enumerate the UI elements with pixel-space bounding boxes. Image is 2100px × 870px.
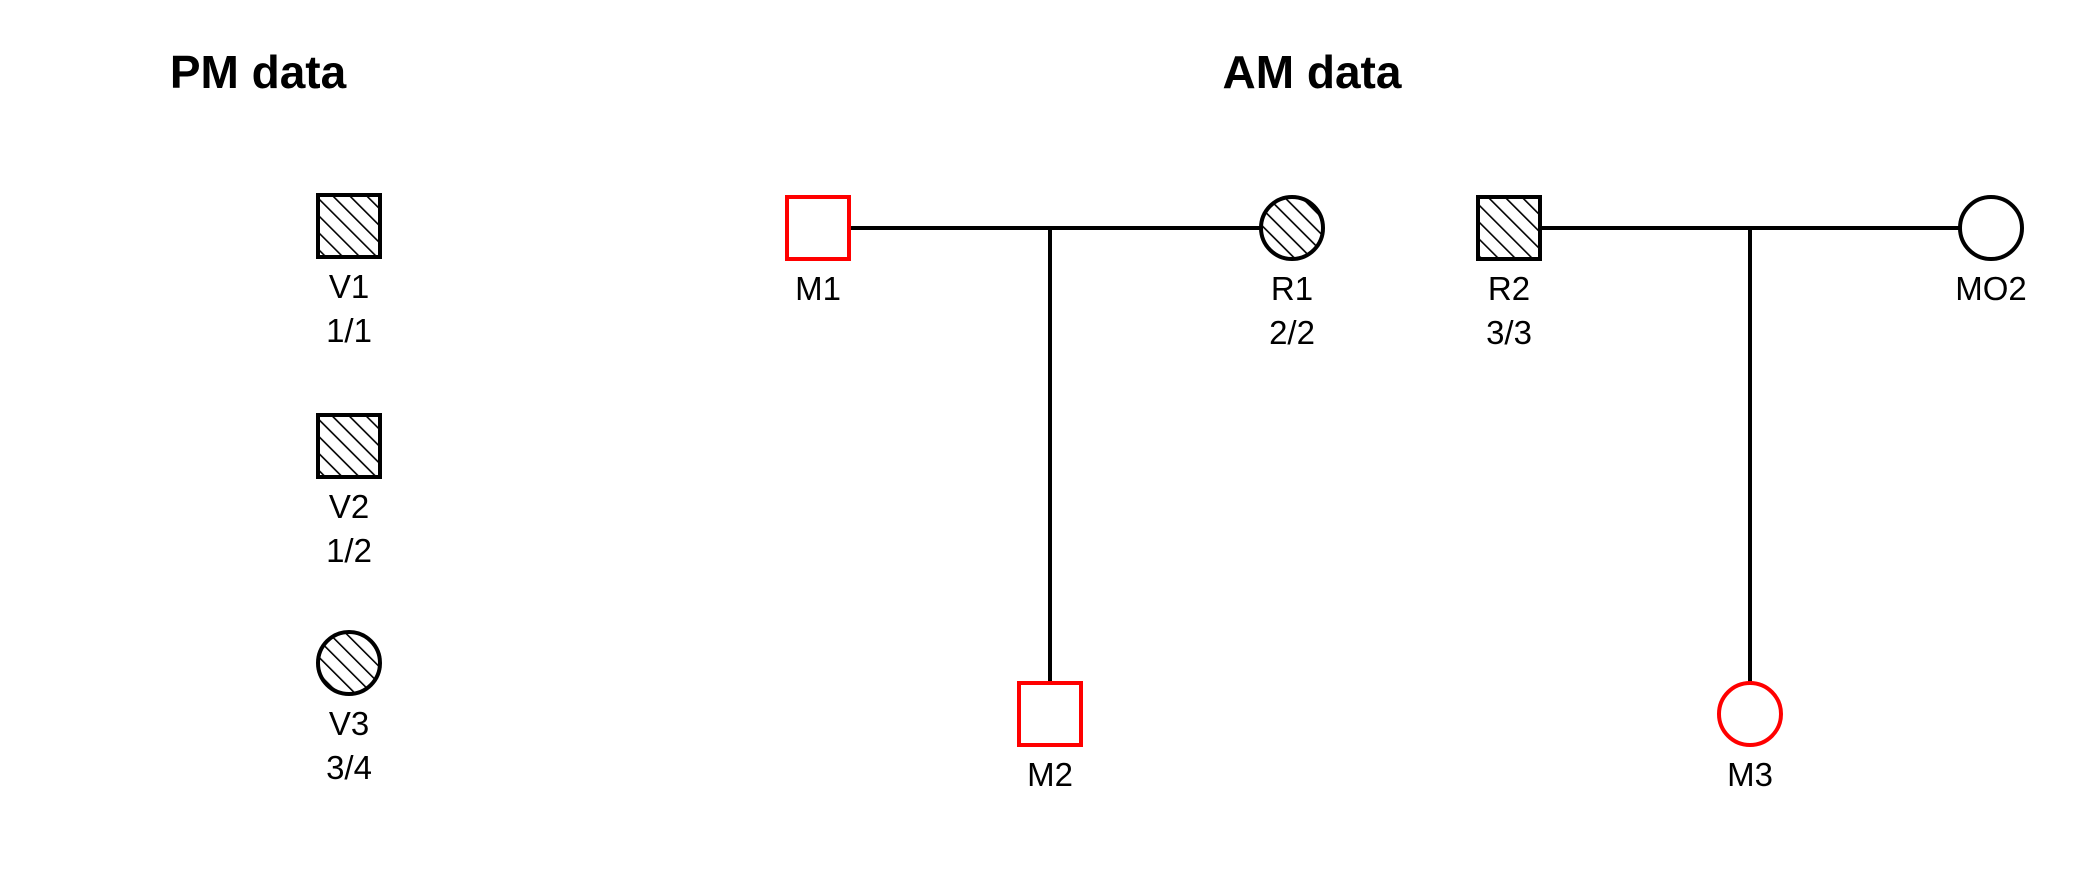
genotype-r1: 2/2 <box>1269 314 1315 351</box>
pm-individual-v2[interactable]: V2 1/2 <box>316 413 382 569</box>
symbol-circle-hatched-v3[interactable] <box>316 630 382 696</box>
am-family-2: R2 3/3 MO2 M3 <box>1476 195 2027 793</box>
label-v1: V1 <box>329 268 369 305</box>
pm-individual-v3[interactable]: V3 3/4 <box>316 630 382 786</box>
panel-title-pm: PM data <box>170 46 347 98</box>
pm-data-group: V1 1/1 V2 1/2 V3 3/4 <box>316 193 382 786</box>
genotype-v3: 3/4 <box>326 749 372 786</box>
label-v3: V3 <box>329 705 369 742</box>
label-r2: R2 <box>1488 270 1530 307</box>
am-individual-r2[interactable]: R2 3/3 <box>1476 195 1542 351</box>
genotype-v1: 1/1 <box>326 312 372 349</box>
label-r1: R1 <box>1271 270 1313 307</box>
label-m1: M1 <box>795 270 841 307</box>
genotype-v2: 1/2 <box>326 532 372 569</box>
am-individual-r1[interactable]: R1 2/2 <box>1259 195 1325 351</box>
symbol-square-hatched-r2[interactable] <box>1476 195 1542 261</box>
label-m3: M3 <box>1727 756 1773 793</box>
pm-individual-v1[interactable]: V1 1/1 <box>316 193 382 349</box>
am-individual-m1[interactable]: M1 <box>785 195 851 307</box>
panel-title-am: AM data <box>1223 46 1402 98</box>
symbol-square-hatched-v2[interactable] <box>316 413 382 479</box>
am-individual-m3[interactable]: M3 <box>1717 681 1783 793</box>
symbol-circle-empty-mo2[interactable] <box>1958 195 2024 261</box>
symbol-square-hatched-v1[interactable] <box>316 193 382 259</box>
genotype-r2: 3/3 <box>1486 314 1532 351</box>
symbol-square-empty-m2[interactable] <box>1017 681 1083 747</box>
label-m2: M2 <box>1027 756 1073 793</box>
am-family-1: M1 R1 2/2 M2 <box>785 195 1325 793</box>
symbol-square-empty-m1[interactable] <box>785 195 851 261</box>
am-individual-mo2[interactable]: MO2 <box>1955 195 2027 307</box>
symbol-circle-empty-m3[interactable] <box>1717 681 1783 747</box>
label-v2: V2 <box>329 488 369 525</box>
am-individual-m2[interactable]: M2 <box>1017 681 1083 793</box>
symbol-circle-hatched-r1[interactable] <box>1259 195 1325 261</box>
label-mo2: MO2 <box>1955 270 2027 307</box>
